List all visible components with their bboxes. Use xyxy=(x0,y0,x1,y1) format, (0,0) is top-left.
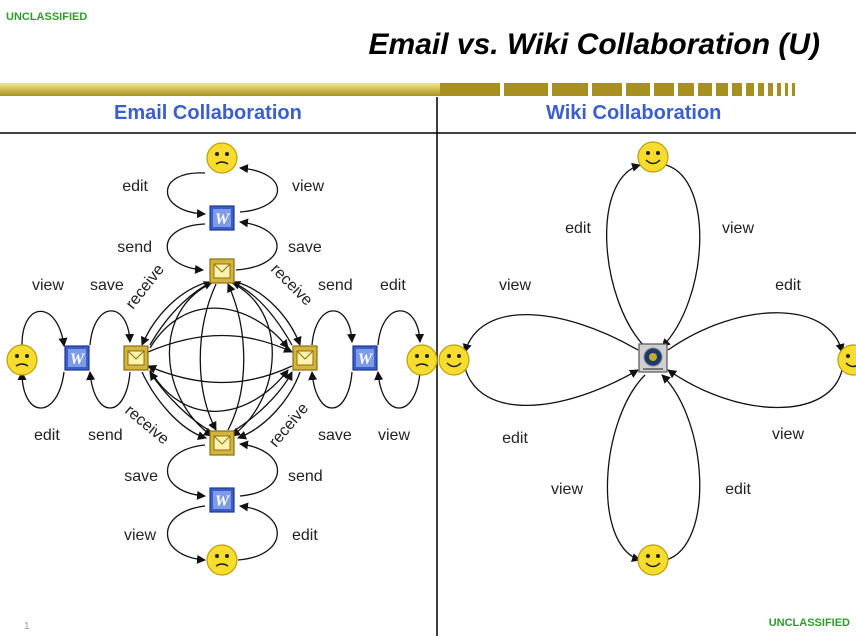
email-top-user-smiley-icon xyxy=(206,142,238,174)
email-left-mailbox-icon xyxy=(123,345,149,371)
email-top-edit-label: edit xyxy=(122,178,148,195)
email-top-word-doc-icon xyxy=(209,205,235,231)
email-right-user-smiley-icon xyxy=(406,344,438,376)
email-receive-label-upper-right: receive xyxy=(267,261,316,310)
email-receive-label-upper-left: receive xyxy=(123,261,168,312)
email-right-mailbox-icon xyxy=(292,345,318,371)
email-right-edit-label: edit xyxy=(380,277,406,294)
classification-top: UNCLASSIFIED xyxy=(6,11,88,23)
email-receive-label-lower-left: receive xyxy=(121,402,172,448)
wiki-panel-title: Wiki Collaboration xyxy=(546,102,722,124)
email-bottom-save-label: save xyxy=(124,468,158,485)
email-right-save-label: save xyxy=(318,427,352,444)
email-panel-title: Email Collaboration xyxy=(114,102,302,124)
classification-bottom: UNCLASSIFIED xyxy=(768,617,850,629)
email-right-send-label: send xyxy=(318,277,353,294)
email-left-user-smiley-icon xyxy=(6,344,38,376)
email-right-word-doc-icon xyxy=(352,345,378,371)
wiki-right-view-label: view xyxy=(772,426,804,443)
email-bottom-edit-label: edit xyxy=(292,527,318,544)
email-top-save-label: save xyxy=(288,239,322,256)
email-bottom-mailbox-icon xyxy=(209,430,235,456)
email-left-word-doc-icon xyxy=(64,345,90,371)
email-right-view-label: view xyxy=(378,427,410,444)
email-left-edit-label: edit xyxy=(34,427,60,444)
wiki-bottom-view-label: view xyxy=(551,481,583,498)
wiki-diagram xyxy=(462,163,845,562)
wiki-top-user-smiley-icon xyxy=(637,141,669,173)
email-receive-label-lower-right: receive xyxy=(266,400,312,451)
email-top-mailbox-icon xyxy=(209,258,235,284)
title-banner xyxy=(0,83,795,96)
wiki-left-view-label: view xyxy=(499,277,531,294)
email-bottom-word-doc-icon xyxy=(209,487,235,513)
email-bottom-send-label: send xyxy=(288,468,323,485)
slide-title: Email vs. Wiki Collaboration (U) xyxy=(368,28,820,61)
wiki-top-view-label: view xyxy=(722,220,754,237)
email-left-view-label: view xyxy=(32,277,64,294)
wiki-left-edit-label: edit xyxy=(502,430,528,447)
email-bottom-user-smiley-icon xyxy=(206,544,238,576)
email-top-view-label: view xyxy=(292,178,324,195)
wiki-top-edit-label: edit xyxy=(565,220,591,237)
wiki-server-icon xyxy=(638,343,668,373)
wiki-bottom-edit-label: edit xyxy=(725,481,751,498)
wiki-bottom-user-smiley-icon xyxy=(637,544,669,576)
wiki-right-edit-label: edit xyxy=(775,277,801,294)
email-bottom-view-label: view xyxy=(124,527,156,544)
email-left-send-label: send xyxy=(88,427,123,444)
page-number: 1 xyxy=(24,621,30,632)
email-left-save-label: save xyxy=(90,277,124,294)
wiki-left-user-smiley-icon xyxy=(438,344,470,376)
email-top-send-label: send xyxy=(117,239,152,256)
email-diagram xyxy=(17,164,425,564)
